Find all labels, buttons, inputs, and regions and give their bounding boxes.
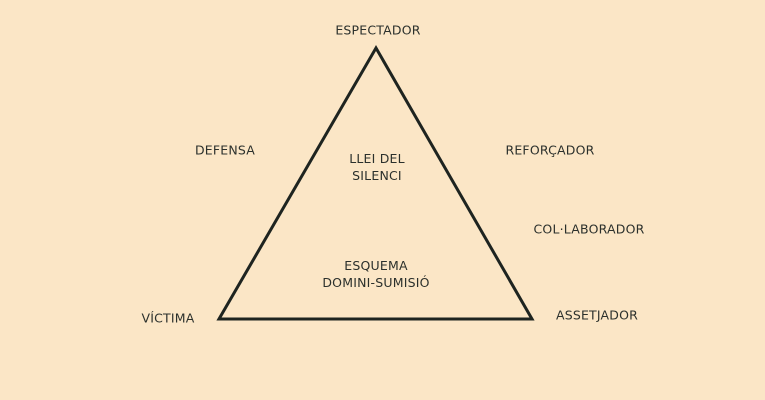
label-llei-del-silenci: LLEI DEL SILENCI: [349, 150, 405, 184]
label-line: LLEI DEL: [349, 151, 405, 166]
triangle: [216, 45, 535, 321]
label-assetjador: ASSETJADOR: [555, 307, 639, 323]
label-espectador: ESPECTADOR: [335, 22, 421, 38]
label-defensa: DEFENSA: [194, 142, 256, 158]
label-line: DOMINI-SUMISIÓ: [322, 275, 430, 290]
label-victima: VÍCTIMA: [141, 310, 195, 326]
label-col-laborador: COL·LABORADOR: [533, 221, 645, 237]
label-reforcador: REFORÇADOR: [505, 142, 595, 158]
label-esquema-domini-sumisio: ESQUEMA DOMINI-SUMISIÓ: [322, 257, 429, 291]
label-line: SILENCI: [352, 168, 402, 183]
label-line: ESQUEMA: [344, 258, 408, 273]
